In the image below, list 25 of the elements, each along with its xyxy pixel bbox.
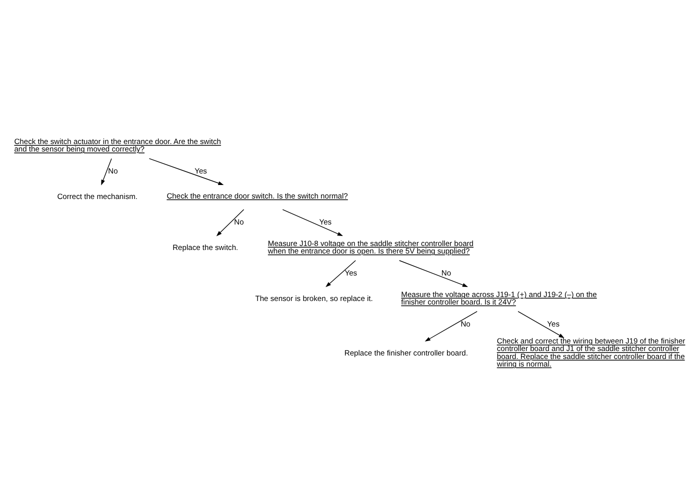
edge-label: Yes [319,217,332,226]
node-text: Correct the mechanism. [57,192,138,201]
arrow [398,260,468,286]
edge-label: Yes [194,166,207,176]
node-text: Check the switch actuator in the entrance door. Are the switch and the sensor being moved correctly? [14,136,222,154]
arrow [518,310,564,338]
node-text: Replace the switch. [172,242,238,252]
edge-label: No [108,166,118,176]
node-text: Check and correct the wiring between J19 of the finisher controller board and J1 of the saddle stitcher controller board. Replace the saddle stitcher controller board if the wiring is normal. [496,336,686,368]
arrow [424,310,478,341]
edge-label: Yes [344,268,358,277]
edge-label: No [460,318,470,328]
arrow [101,158,112,185]
node-text: Measure the voltage across J19-1 (+) and J19-2 (–) on the finisher controller board. Is it 24V? [401,289,597,306]
node-text: The sensor is broken, so replace it. [255,293,373,302]
arrow [216,208,244,236]
node-text: Check the entrance door switch. Is the switch normal? [166,190,348,200]
node-text: Measure J10-8 voltage on the saddle stitcher controller board when the entrance door is open. Is there 5V being supplied? [268,238,474,255]
arrow [326,260,356,287]
edge-label: No [234,217,244,226]
edge-label: Yes [547,318,560,328]
arrow [282,208,343,236]
arrow [148,158,224,184]
node-text: Replace the finisher controller board. [344,348,468,357]
edge-label: No [441,268,452,277]
